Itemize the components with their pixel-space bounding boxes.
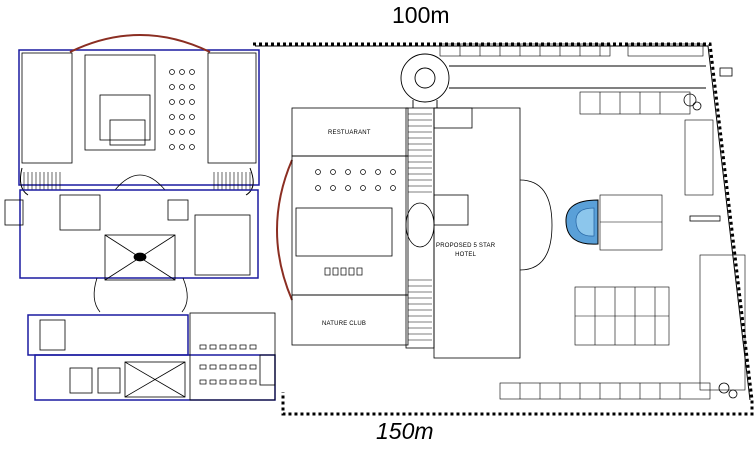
- entrance-roundabout: [400, 53, 706, 108]
- bottom-dimension-label: 150m: [376, 418, 434, 444]
- hotel-label: PROPOSED 5 STAR HOTEL: [436, 242, 495, 260]
- hotel-label-line1: PROPOSED 5 STAR: [436, 243, 496, 249]
- landscape-trees: [683, 67, 738, 399]
- restaurant-label: RESTUARANT: [328, 130, 371, 136]
- top-dimension-label: 100m: [392, 2, 450, 28]
- nature-club-label: NATURE CLUB: [322, 321, 367, 327]
- hotel-label-line2: HOTEL: [455, 252, 477, 258]
- swimming-pool: [565, 199, 599, 245]
- hotel-building: [276, 107, 553, 359]
- restaurant-tables: [315, 169, 396, 276]
- site-boundary: [253, 42, 754, 416]
- west-building: [4, 34, 276, 401]
- west-table-clusters: [169, 69, 257, 385]
- parking-bays: [439, 43, 746, 400]
